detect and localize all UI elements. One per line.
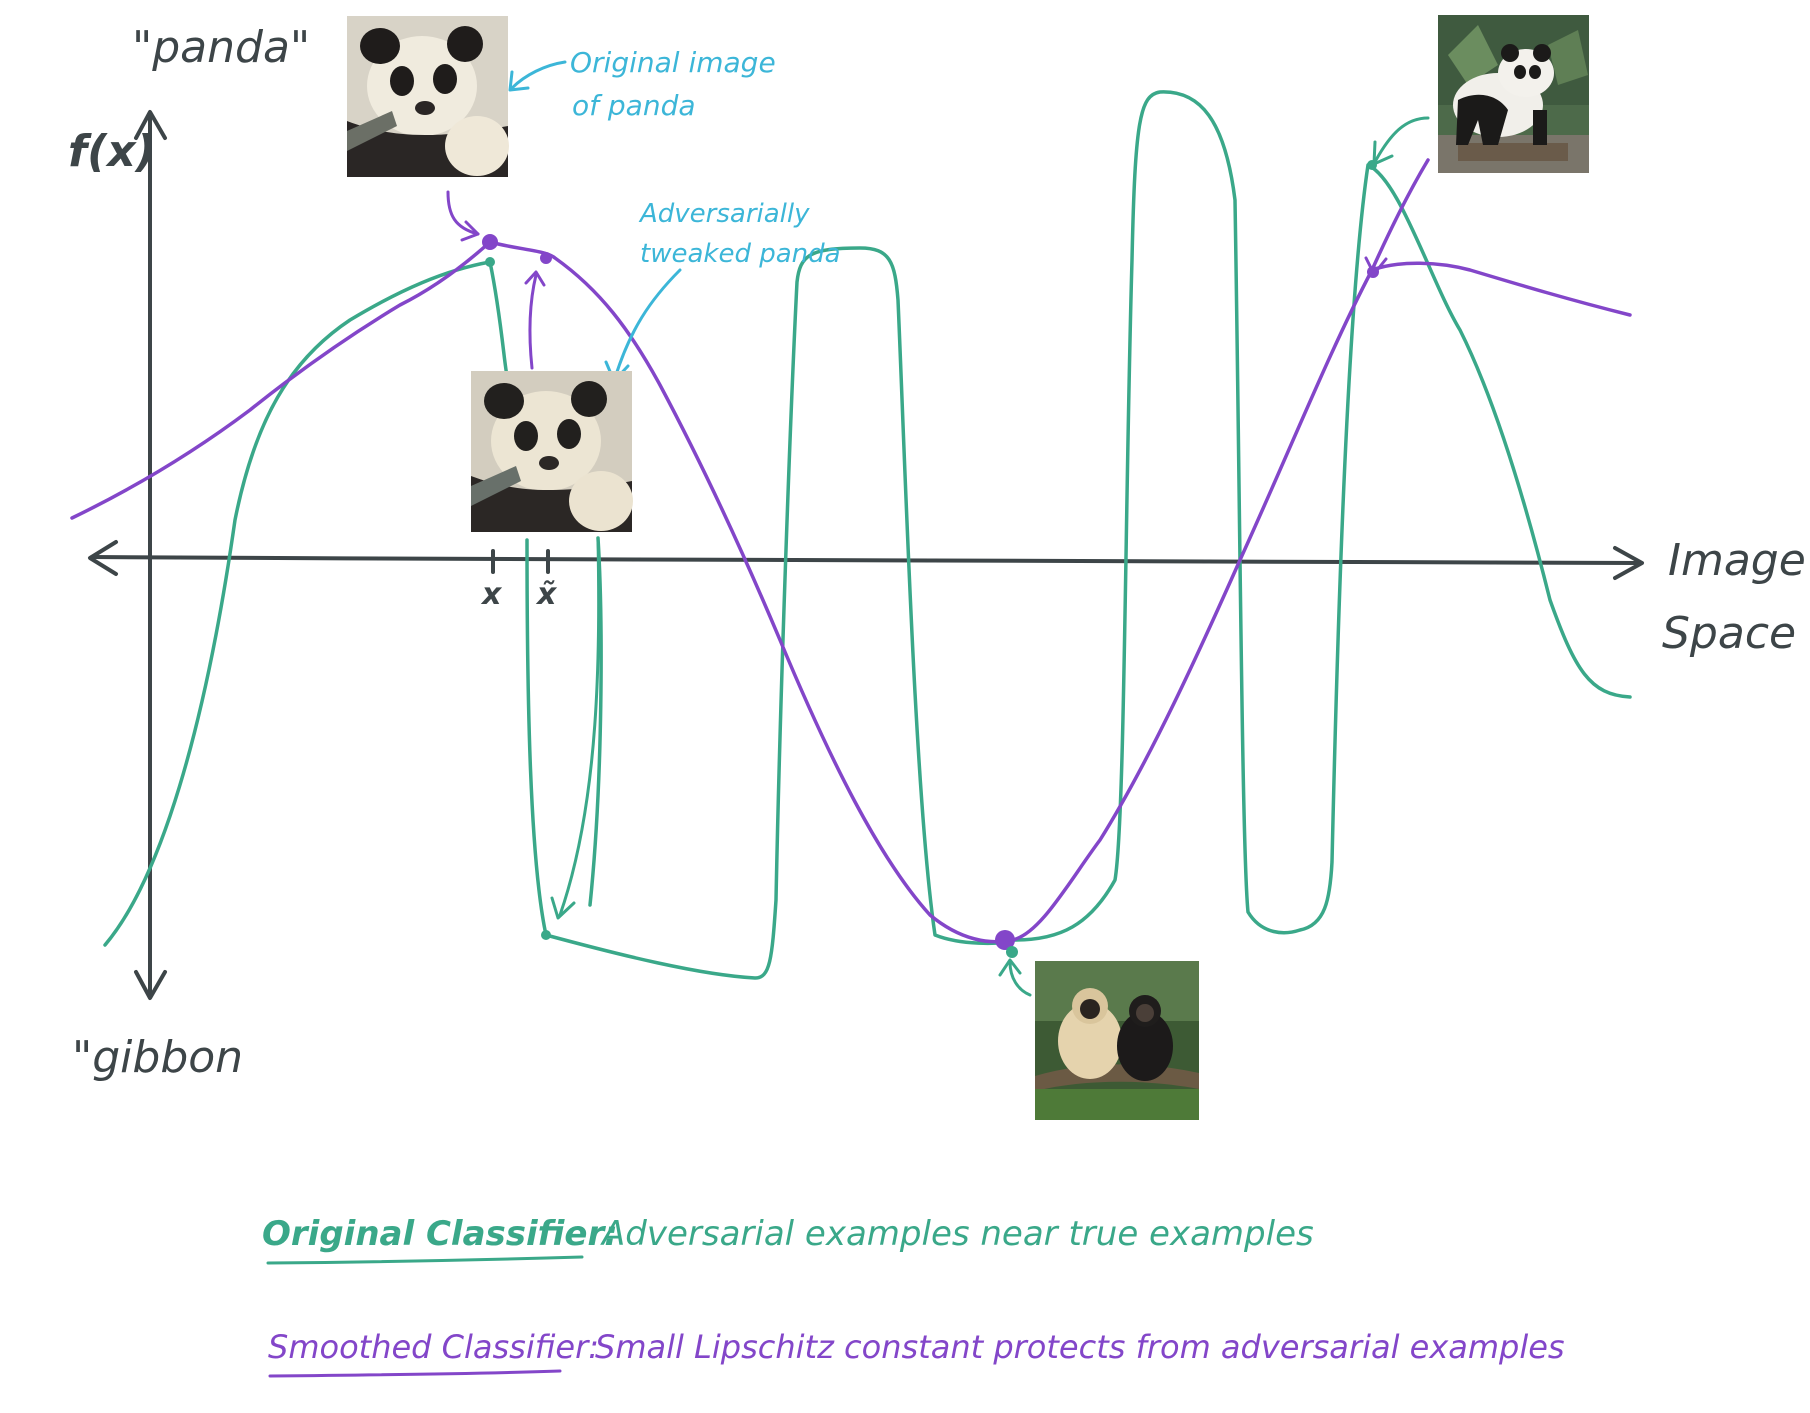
adversarial-panda-point	[540, 252, 552, 264]
arrow-gibbon-head	[998, 958, 1022, 977]
x-axis-arrow-right	[1613, 546, 1644, 580]
smoothed-classifier-curve	[70, 158, 1632, 944]
arrows	[446, 60, 1430, 997]
original-panda-point	[482, 234, 498, 250]
arrow-standing-teal-head	[1372, 140, 1394, 166]
arrow-original-image-label	[510, 60, 567, 90]
adversarial-annotation-2: tweaked panda	[640, 239, 841, 269]
legend: Original Classifier: Adversarial example…	[262, 1214, 1565, 1378]
legend-smoothed-text: Small Lipschitz constant protects from a…	[595, 1328, 1565, 1366]
arrow-to-teal-drop	[558, 536, 601, 917]
legend-original-underline	[266, 1255, 584, 1265]
gibbon-purple-point	[995, 930, 1015, 950]
y-axis-arrow-bottom	[134, 970, 167, 1000]
x-axis-arrow-left	[88, 540, 118, 576]
original-classifier-curve	[103, 90, 1632, 980]
arrow-to-teal-drop-head	[550, 896, 576, 920]
key-points	[482, 160, 1379, 958]
arrow-standing-purple-head	[1364, 256, 1388, 276]
arrow-standing-teal	[1374, 116, 1430, 162]
arrow-gibbon	[1008, 960, 1032, 997]
arrow-adversarial-up-head	[524, 270, 546, 287]
x-tilde-tick-label: x̃	[535, 577, 558, 612]
original-image-annotation-1: Original image	[570, 46, 776, 79]
y-axis-arrow-top	[134, 110, 167, 140]
axes	[88, 110, 1644, 1000]
gibbon-axis-label: "gibbon	[72, 1032, 243, 1083]
legend-original-text: Adversarial examples near true examples	[600, 1214, 1314, 1254]
arrow-adversarial-label	[613, 268, 682, 380]
original-image-annotation-2: of panda	[572, 89, 696, 122]
panda-adversarial-photo	[471, 371, 633, 532]
panda-original-photo	[347, 16, 509, 177]
x-axis	[90, 555, 1642, 565]
gibbons-photo	[1035, 961, 1199, 1120]
arrow-adversarial-up	[528, 273, 538, 370]
legend-smoothed-underline	[268, 1369, 562, 1378]
fx-label: f(x)	[68, 126, 156, 177]
adversarial-teal-point	[541, 930, 551, 940]
image-space-label-2: Space	[1662, 608, 1796, 659]
original-panda-teal-point	[485, 257, 495, 267]
arrow-original-image-label-head	[508, 70, 530, 92]
adversarial-annotation-1: Adversarially	[638, 199, 810, 229]
gibbon-teal-point	[1006, 946, 1018, 958]
arrow-original-head	[460, 220, 480, 242]
legend-original-title: Original Classifier:	[262, 1214, 618, 1254]
x-tick-label: x	[480, 577, 503, 612]
legend-smoothed-title: Smoothed Classifier:	[268, 1328, 599, 1366]
image-space-label-1: Image	[1668, 535, 1806, 586]
annotations: Original image of panda Adversarially tw…	[570, 46, 841, 269]
arrow-original-to-point	[446, 190, 480, 236]
panda-axis-label: "panda"	[132, 22, 310, 73]
panda-standing-photo	[1438, 15, 1589, 173]
